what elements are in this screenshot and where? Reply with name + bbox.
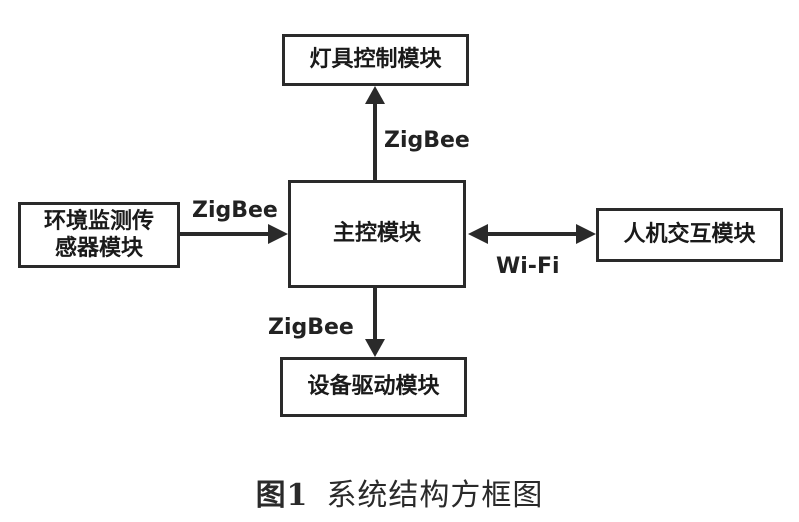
arrowhead-up — [365, 86, 385, 104]
figure-caption: 图1 系统结构方框图 — [0, 470, 799, 514]
arrowhead-right-into-main — [268, 224, 288, 244]
figure-number: 图1 — [255, 478, 309, 513]
lamp-control-label: 灯具控制模块 — [309, 47, 442, 73]
hmi-label: 人机交互模块 — [623, 222, 756, 248]
env-sensor-module: 环境监测传 感器模块 — [18, 202, 180, 268]
main-control-module: 主控模块 — [288, 180, 466, 288]
edge-label-main-to-hmi: Wi-Fi — [496, 254, 560, 279]
hmi-module: 人机交互模块 — [596, 208, 783, 262]
edge-label-main-to-driver: ZigBee — [268, 315, 354, 340]
edge-label-sensor-to-main: ZigBee — [192, 198, 278, 223]
arrowhead-left-into-main — [468, 224, 488, 244]
lamp-control-module: 灯具控制模块 — [282, 34, 469, 86]
device-driver-module: 设备驱动模块 — [280, 357, 467, 417]
arrowhead-right-into-hmi — [576, 224, 596, 244]
figure-title: 系统结构方框图 — [326, 478, 544, 513]
edge-label-main-to-lamp: ZigBee — [384, 128, 470, 153]
main-control-label: 主控模块 — [332, 221, 421, 247]
env-sensor-label-line2: 感器模块 — [54, 236, 143, 261]
device-driver-label: 设备驱动模块 — [307, 374, 440, 400]
env-sensor-label-line1: 环境监测传 — [43, 208, 154, 234]
arrowhead-down — [365, 339, 385, 357]
env-sensor-label: 环境监测传 感器模块 — [44, 208, 154, 263]
